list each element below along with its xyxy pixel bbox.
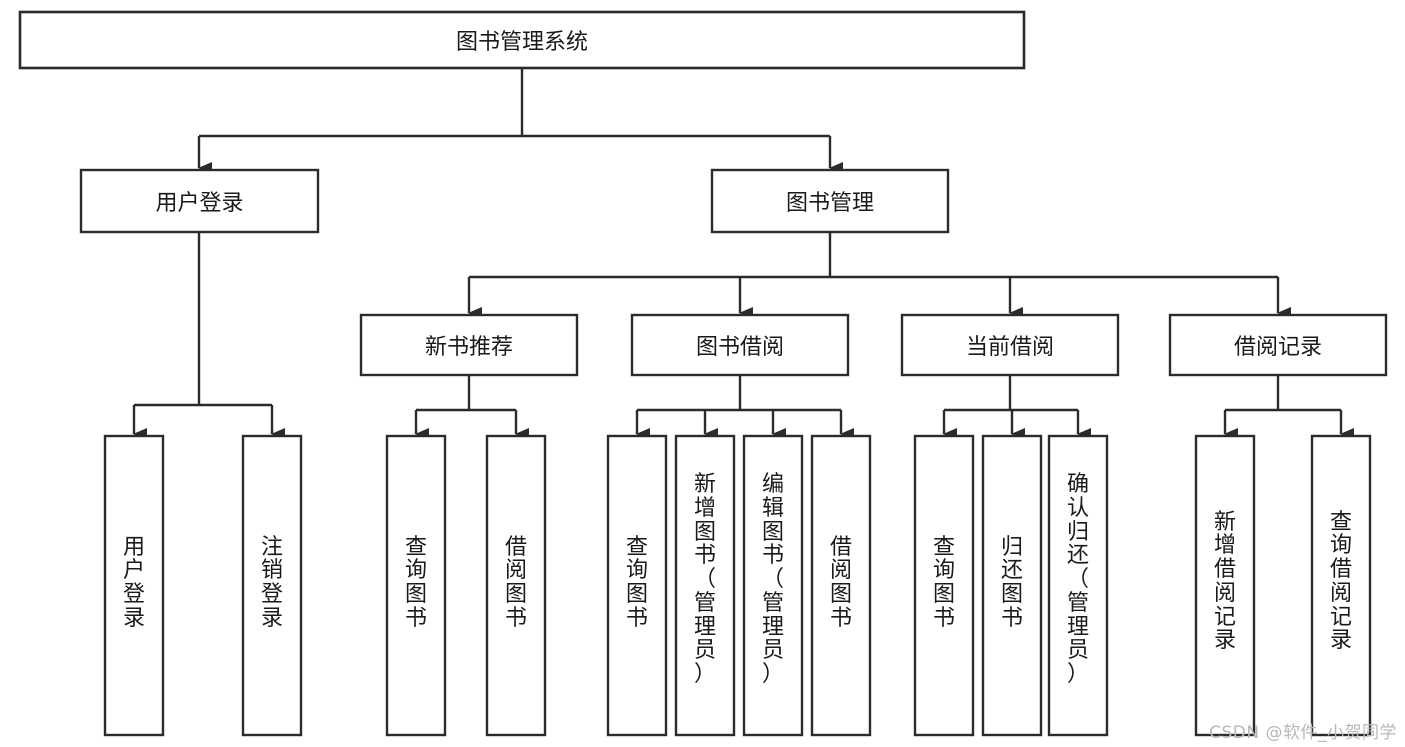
leaf-node-box-11[interactable] <box>1194 434 1256 737</box>
leaf-node-box-9[interactable] <box>981 434 1043 737</box>
leaf-node-box-3[interactable] <box>485 434 547 737</box>
leaf-node-box-5[interactable] <box>674 434 736 737</box>
watermark-text: CSDN @软件_小贺同学 <box>1209 723 1397 743</box>
level3-node-box-1[interactable] <box>630 313 850 377</box>
level3-node-box-3[interactable] <box>1168 313 1388 377</box>
leaf-node-box-6[interactable] <box>742 434 804 737</box>
root-node-box[interactable] <box>18 10 1026 70</box>
connector-layer <box>132 68 1354 440</box>
level2-node-box-0[interactable] <box>79 168 320 234</box>
leaf-node-box-12[interactable] <box>1310 434 1372 737</box>
leaf-node-box-2[interactable] <box>385 434 447 737</box>
node-box-layer <box>18 10 1388 737</box>
leaf-node-box-4[interactable] <box>606 434 668 737</box>
level3-node-box-0[interactable] <box>359 313 579 377</box>
leaf-node-box-10[interactable] <box>1047 434 1109 737</box>
level3-node-box-2[interactable] <box>900 313 1120 377</box>
leaf-node-box-1[interactable] <box>241 434 303 737</box>
level2-node-box-1[interactable] <box>710 168 950 234</box>
leaf-node-box-7[interactable] <box>810 434 872 737</box>
leaf-node-box-0[interactable] <box>103 434 165 737</box>
leaf-node-box-8[interactable] <box>913 434 975 737</box>
